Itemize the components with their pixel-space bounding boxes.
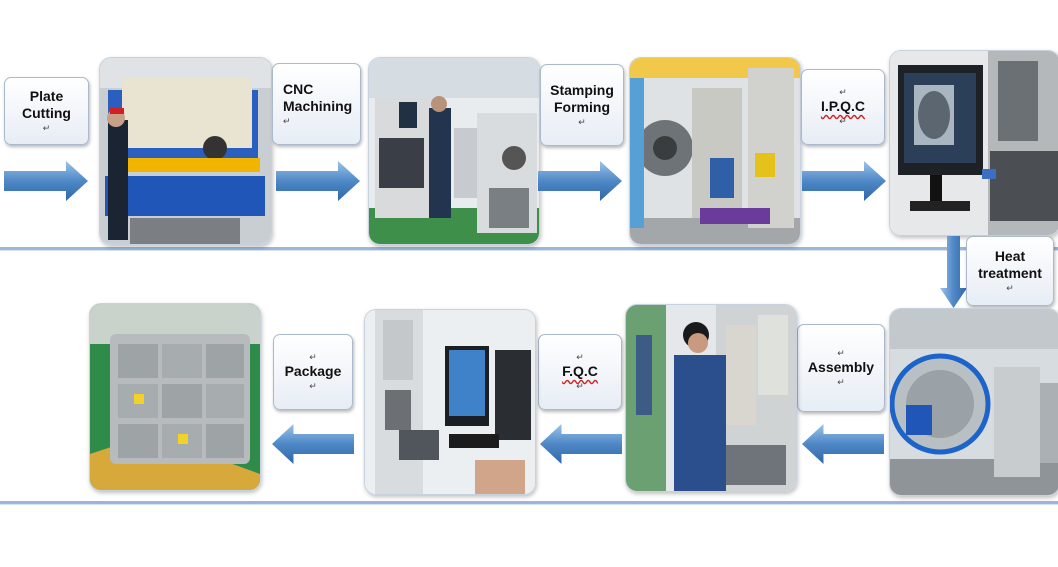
- photo-assembly: [625, 304, 797, 492]
- arrow-left-icon: [540, 424, 622, 464]
- return-mark: ↵: [839, 87, 847, 97]
- step-label-plate-cutting: Plate Cutting↵: [4, 77, 89, 145]
- step-label-line: Plate: [29, 87, 64, 104]
- arrow-left-icon: [802, 424, 884, 464]
- return-mark: ↵: [837, 376, 845, 387]
- step-label-line: Heat: [994, 247, 1026, 264]
- return-mark: ↵: [1006, 282, 1014, 293]
- return-mark: ↵: [839, 115, 847, 126]
- photo-stamping-forming: [629, 57, 801, 245]
- step-label-line: Machining↵: [283, 98, 353, 126]
- return-mark: ↵: [576, 380, 584, 391]
- photo-fqc: [364, 309, 536, 495]
- arrow-left-icon: [272, 424, 354, 464]
- return-mark: ↵: [42, 122, 51, 133]
- step-label-line: Assembly↵: [807, 359, 875, 387]
- step-label-stamping-forming: Stamping Forming↵: [540, 64, 624, 146]
- return-mark: ↵: [309, 352, 317, 362]
- step-label-line: CNC: [283, 80, 314, 97]
- return-mark: ↵: [576, 352, 584, 362]
- return-mark: ↵: [309, 380, 317, 391]
- step-label-cnc-machining: CNC Machining↵: [272, 63, 361, 145]
- arrow-down-icon: [940, 236, 967, 308]
- arrow-right-icon: [538, 161, 622, 201]
- return-mark: ↵: [283, 115, 291, 126]
- photo-package: [89, 303, 261, 491]
- photo-cnc-machining: [368, 57, 540, 245]
- top-row-separator: [0, 247, 1058, 251]
- return-mark: ↵: [578, 116, 586, 127]
- step-label-line: Package↵: [284, 363, 342, 391]
- photo-plate-cutting: [99, 57, 272, 245]
- step-label-assembly: ↵ Assembly↵: [797, 324, 885, 412]
- arrow-right-icon: [802, 161, 886, 201]
- step-label-line: F.Q.C↵: [562, 363, 598, 391]
- step-label-line: treatment↵: [978, 265, 1042, 293]
- photo-ipqc: [889, 50, 1058, 236]
- bottom-row-separator: [0, 501, 1058, 505]
- return-mark: ↵: [837, 348, 845, 358]
- step-label-heat-treatment: Heat treatment↵: [966, 236, 1054, 306]
- step-label-line: Stamping: [550, 81, 614, 98]
- step-label-line: I.P.Q.C↵: [820, 98, 866, 126]
- photo-heat-treatment: [889, 308, 1058, 496]
- step-label-package: ↵ Package↵: [273, 334, 353, 410]
- step-label-line: Cutting↵: [22, 105, 71, 133]
- arrow-right-icon: [276, 161, 360, 201]
- arrow-right-icon: [4, 161, 88, 201]
- step-label-fqc: ↵ F.Q.C↵: [538, 334, 622, 410]
- step-label-line: Forming↵: [554, 99, 610, 127]
- step-label-ipqc: ↵ I.P.Q.C↵: [801, 69, 885, 145]
